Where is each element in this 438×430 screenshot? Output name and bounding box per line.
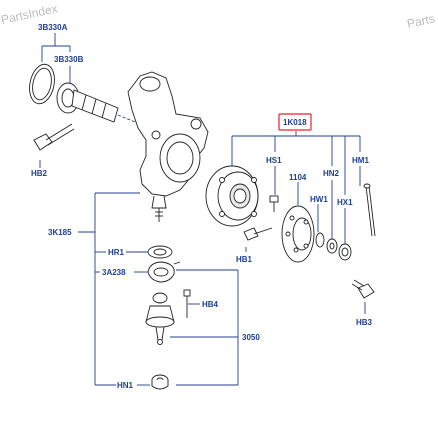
part-nut-hn2	[326, 238, 338, 254]
part-wheel-hub	[205, 165, 259, 227]
part-brake-disc-shield	[281, 205, 315, 263]
part-washer-hw1	[315, 232, 325, 248]
label-hb2[interactable]: HB2	[31, 169, 48, 178]
part-drive-shaft	[56, 82, 141, 125]
part-ball-joint-3050	[145, 292, 175, 345]
part-bolt-hb2	[33, 123, 75, 151]
label-hb3[interactable]: HB3	[356, 318, 373, 327]
label-hw1[interactable]: HW1	[310, 195, 328, 204]
label-hb1[interactable]: HB1	[236, 255, 253, 264]
label-1k018[interactable]: 1K018	[283, 118, 307, 127]
part-bolt-hb3	[351, 279, 375, 299]
part-stud-hs1	[269, 195, 279, 212]
label-hm1[interactable]: HM1	[352, 156, 369, 165]
part-clip-3a238	[147, 261, 181, 283]
watermark-right: Parts	[406, 11, 436, 31]
part-pin-hm1	[363, 183, 376, 237]
label-3b330b[interactable]: 3B330B	[54, 55, 84, 64]
part-steering-knuckle	[127, 71, 209, 222]
label-1104[interactable]: 1104	[289, 173, 307, 182]
label-hn1[interactable]: HN1	[117, 381, 134, 390]
label-hr1[interactable]: HR1	[108, 248, 125, 257]
label-hx1[interactable]: HX1	[337, 198, 353, 207]
highlight-box-1k018	[278, 113, 312, 131]
part-snap-ring	[29, 63, 55, 105]
label-3k185[interactable]: 3K185	[48, 228, 72, 237]
label-3b330a[interactable]: 3B330A	[38, 23, 68, 32]
label-3050[interactable]: 3050	[242, 333, 260, 342]
part-bolt-hb4	[183, 289, 191, 318]
part-retainer-hr1	[147, 245, 173, 259]
label-hn2[interactable]: HN2	[323, 169, 340, 178]
part-nut-hn1	[151, 374, 169, 390]
label-3a238[interactable]: 3A238	[102, 268, 126, 277]
part-labels: 3B330A 3B330B HB2 3K185 HR1 3A238 HB4 30…	[31, 23, 373, 390]
part-bolt-hb1	[243, 227, 273, 241]
part-cap-hx1	[338, 243, 352, 261]
leader-lines	[39, 33, 366, 386]
label-hb4[interactable]: HB4	[202, 300, 219, 309]
label-hs1[interactable]: HS1	[266, 156, 282, 165]
